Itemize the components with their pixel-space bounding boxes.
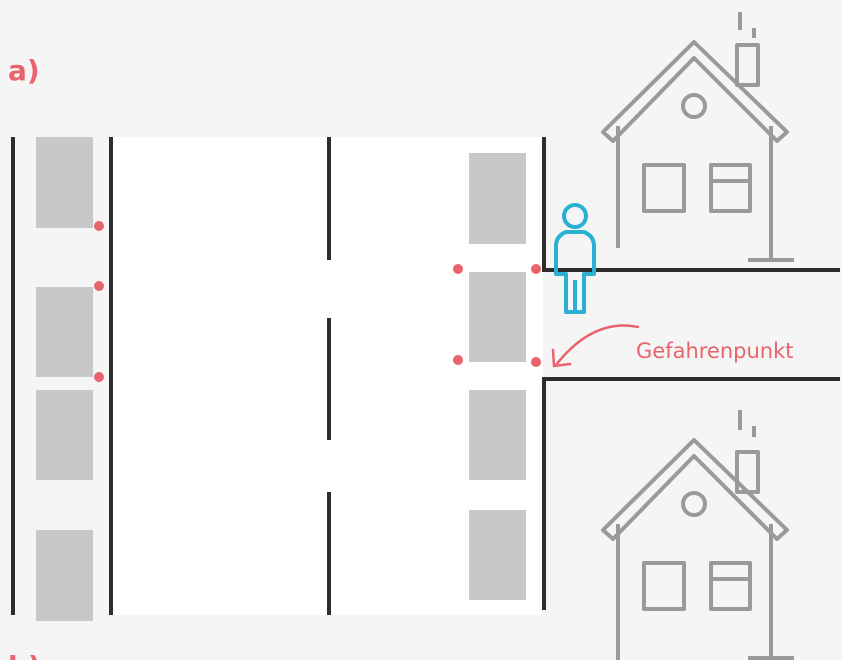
parked-car — [36, 390, 93, 480]
danger-point — [453, 264, 463, 274]
house-icon — [601, 12, 794, 262]
parked-car — [469, 272, 526, 362]
danger-point — [453, 355, 463, 365]
danger-point — [531, 264, 541, 274]
parked-car — [36, 287, 93, 377]
parked-car — [469, 153, 526, 244]
pedestrian-icon — [554, 203, 596, 314]
danger-point — [531, 357, 541, 367]
parked-car — [36, 530, 93, 621]
house-icon — [601, 410, 794, 660]
danger-point — [94, 372, 104, 382]
parked-car — [469, 510, 526, 600]
parked-car — [469, 390, 526, 480]
danger-point — [94, 281, 104, 291]
parked-cars-right — [469, 153, 526, 600]
section-label-b: b) — [8, 650, 41, 660]
danger-arrow-icon — [551, 324, 640, 368]
section-label-a: a) — [8, 54, 40, 87]
danger-label: Gefahrenpunkt — [636, 339, 794, 363]
danger-points — [94, 221, 541, 382]
danger-point — [94, 221, 104, 231]
parked-car — [36, 137, 93, 228]
parked-cars-left — [36, 137, 93, 621]
